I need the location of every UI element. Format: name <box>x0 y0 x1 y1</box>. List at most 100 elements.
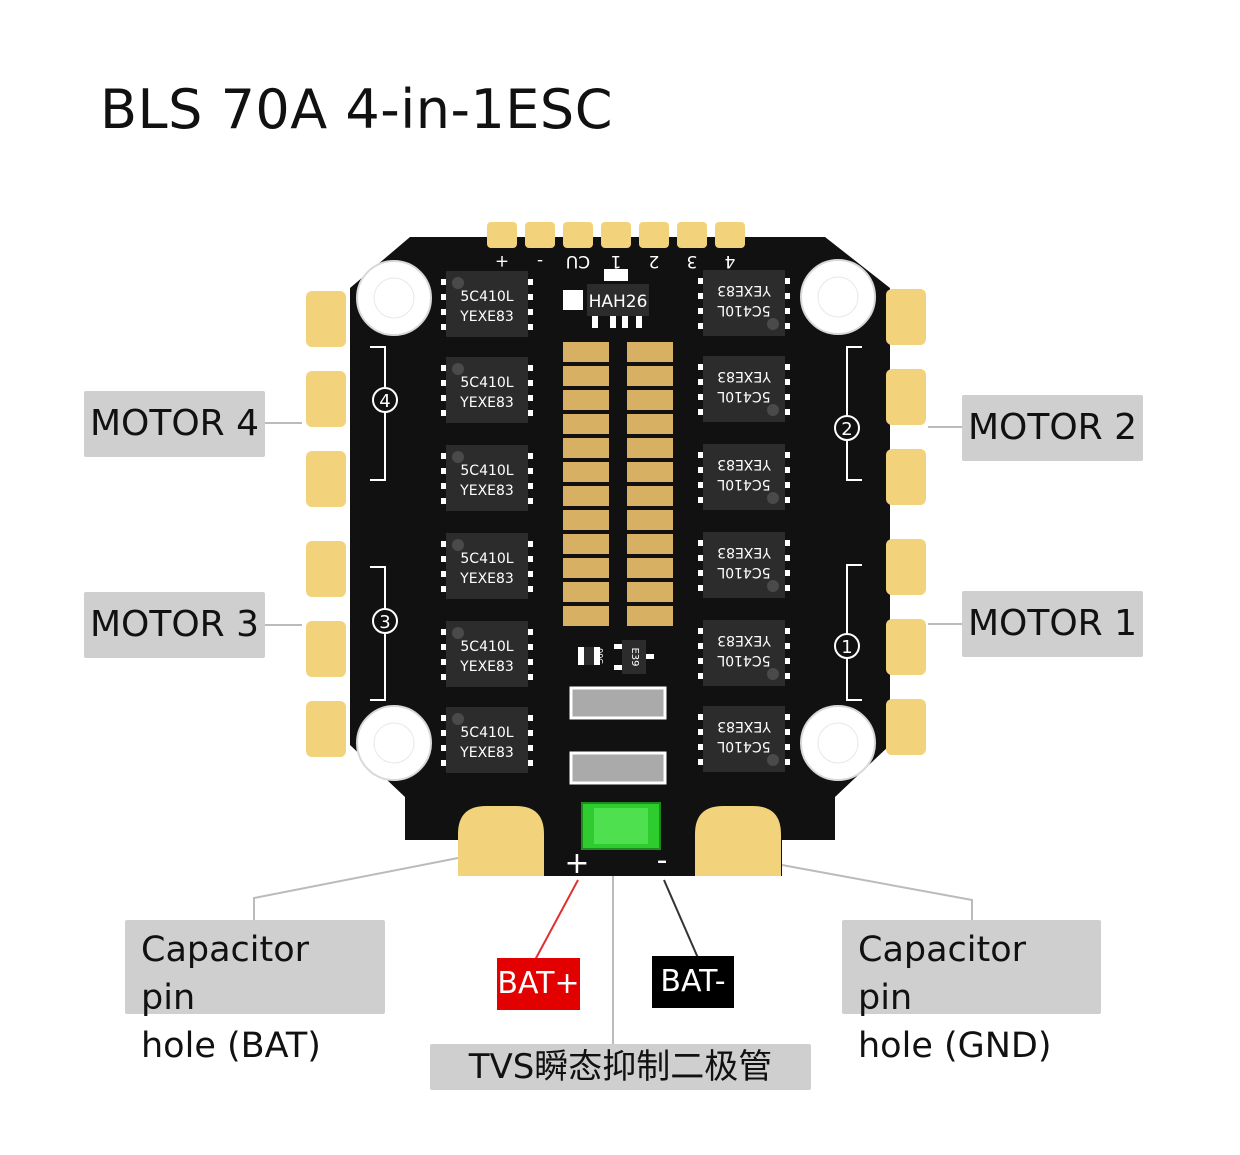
mosfet-pin <box>441 380 446 386</box>
mosfet-pin <box>698 643 703 649</box>
controller-pad-top <box>604 269 628 281</box>
motor-pad-left-3 <box>306 451 346 507</box>
trace-stripe <box>563 366 609 386</box>
top-signal-pads <box>487 222 745 248</box>
mosfet-pin <box>785 467 790 473</box>
mosfet-pin <box>528 571 533 577</box>
mosfet-pin <box>528 498 533 504</box>
trace-stripe <box>627 582 673 602</box>
mosfet-marking-line2: YEXE83 <box>459 659 514 675</box>
motor-pad-left-2 <box>306 371 346 427</box>
mosfet-marking-line2: YEXE83 <box>717 632 772 648</box>
top-pin-label-6: 3 <box>687 251 698 271</box>
marker-4: 4 <box>379 391 390 412</box>
mosfet-pin1-dot <box>452 627 464 639</box>
trace-stripe <box>563 534 609 554</box>
controller-chip-label: HAH26 <box>589 292 648 312</box>
mosfet-pin <box>785 452 790 458</box>
shunt-resistor-1 <box>569 686 667 720</box>
mosfet-pin1-dot <box>767 404 779 416</box>
mosfet-marking-line2: YEXE83 <box>459 395 514 411</box>
leader-bat-plus <box>534 879 579 961</box>
power-pad-minus-label: - <box>657 843 668 878</box>
capacitor-bat-label-line2: hole (BAT) <box>141 1026 321 1066</box>
mosfet-marking: 5C410L YEXE83 <box>459 375 514 411</box>
mosfet-pin <box>785 482 790 488</box>
mosfet-pin <box>698 364 703 370</box>
page-title: BLS 70A 4-in-1ESC <box>100 78 613 141</box>
controller-pin-4 <box>636 316 642 328</box>
mosfet-pin1-dot <box>767 492 779 504</box>
motor3-label: MOTOR 3 <box>84 592 265 658</box>
controller-pad-left <box>563 290 583 310</box>
mosfet-pin <box>785 658 790 664</box>
small-chip-right-label: E39 <box>629 647 640 666</box>
controller-pin-1 <box>592 316 598 328</box>
mosfet-marking-line1: 5C410L <box>717 476 770 492</box>
trace-stripe <box>563 462 609 482</box>
top-pad-6 <box>677 222 707 248</box>
top-pad-5 <box>639 222 669 248</box>
marker-2: 2 <box>841 419 852 440</box>
trace-stripe <box>563 510 609 530</box>
leader-lines <box>253 422 973 1046</box>
power-traces <box>563 342 673 626</box>
trace-column-2 <box>627 342 673 626</box>
motor-pad-left-6 <box>306 701 346 757</box>
top-pin-label-5: 2 <box>649 251 660 271</box>
mosfet-pin <box>441 483 446 489</box>
mosfet-pin1-dot <box>767 668 779 680</box>
mosfet-pin <box>785 555 790 561</box>
mosfet-marking-line1: 5C410L <box>460 725 513 741</box>
mosfet-pin <box>785 308 790 314</box>
mosfet-pin <box>441 745 446 751</box>
mosfet-pin <box>528 309 533 315</box>
mosfet-marking-line2: YEXE83 <box>459 309 514 325</box>
mosfet-marking-line1: 5C410L <box>460 375 513 391</box>
capacitor-pad-bat <box>458 806 544 876</box>
mosfet-pin <box>698 482 703 488</box>
top-pad-7 <box>715 222 745 248</box>
small-components: 00C E39 <box>569 640 667 785</box>
mosfet-pin <box>698 323 703 329</box>
top-pin-label-4: 1 <box>611 251 622 271</box>
mosfet-pin <box>785 323 790 329</box>
mosfet-pin <box>528 453 533 459</box>
mosfet-pin <box>528 541 533 547</box>
mosfet-pin <box>698 570 703 576</box>
mosfet-pin <box>785 278 790 284</box>
controller-pin-3 <box>622 316 628 328</box>
mosfet-pin <box>441 453 446 459</box>
mosfet-pin <box>441 395 446 401</box>
leader-bat-minus <box>663 879 699 959</box>
mount-hole-bottom-left <box>356 705 432 781</box>
capacitor-bat-label: Capacitor pin hole (BAT) <box>125 920 385 1066</box>
motor4-label: MOTOR 4 <box>84 391 265 457</box>
mosfet-marking-line2: YEXE83 <box>717 282 772 298</box>
mosfet-marking-line2: YEXE83 <box>459 745 514 761</box>
trace-stripe <box>627 558 673 578</box>
trace-stripe <box>627 366 673 386</box>
motor-pad-left-4 <box>306 541 346 597</box>
mosfet-pin <box>785 643 790 649</box>
motor-pads <box>306 289 926 757</box>
mosfet-marking-line1: 5C410L <box>717 738 770 754</box>
mosfet-pin <box>698 555 703 561</box>
mosfet-pin <box>528 715 533 721</box>
mosfet-pin <box>528 659 533 665</box>
small-chip-left-label: 00C <box>595 648 604 664</box>
mosfet-pin <box>698 744 703 750</box>
trace-column-1 <box>563 342 609 626</box>
mosfet-pin <box>698 673 703 679</box>
mosfet-pin <box>528 483 533 489</box>
top-pad-2 <box>525 222 555 248</box>
trace-stripe <box>627 390 673 410</box>
capacitor-pads <box>458 806 781 876</box>
